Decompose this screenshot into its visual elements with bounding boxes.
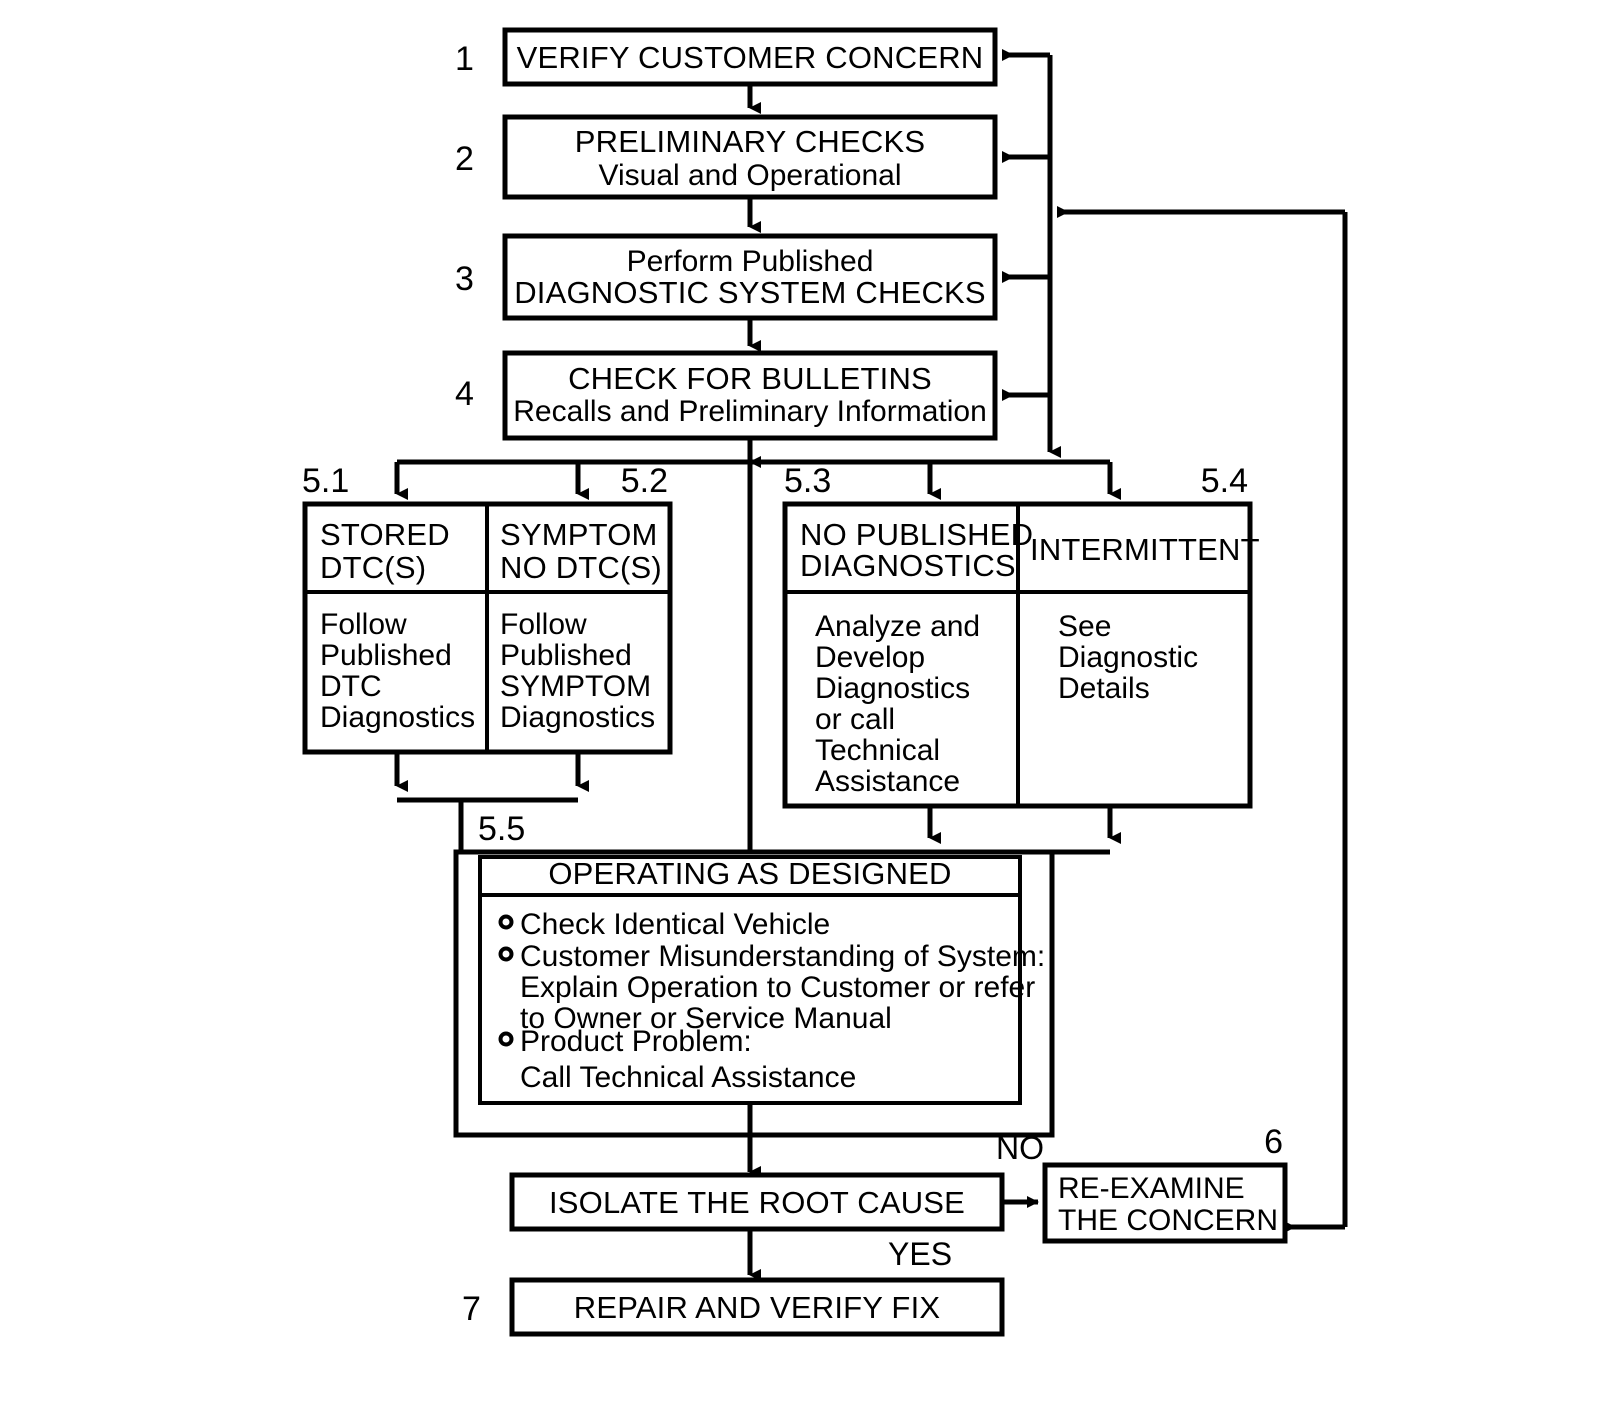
- step-3-number: 3: [455, 260, 474, 298]
- step-1-label-line-1: VERIFY CUSTOMER CONCERN: [517, 40, 984, 75]
- operating-as-designed-number: 5.5: [478, 810, 525, 848]
- operating-bullet-3-line-2: Call Technical Assistance: [520, 1061, 856, 1094]
- branch-5-2-body-line-3: SYMPTOM: [500, 670, 651, 703]
- branch-5-4-header-line-1: INTERMITTENT: [1030, 532, 1260, 567]
- branch-5-3-header-line-1: NO PUBLISHED: [800, 517, 1033, 552]
- decision-label-yes: YES: [888, 1236, 952, 1272]
- operating-bullet-2-line-2: Explain Operation to Customer or refer: [520, 971, 1035, 1004]
- step-2-label-line-2: Visual and Operational: [599, 159, 902, 192]
- branch-5-4-body-line-1: See: [1058, 610, 1111, 643]
- branch-5-3-body-line-6: Assistance: [815, 765, 960, 798]
- branch-5-2-header-line-2: NO DTC(S): [500, 550, 662, 585]
- re-examine-concern-box[interactable]: [1042, 1162, 1288, 1244]
- operating-bullet-2-line-3: to Owner or Service Manual: [520, 1002, 892, 1035]
- branch-5-3-body-line-5: Technical: [815, 734, 940, 767]
- step-4-label-line-1: CHECK FOR BULLETINS: [568, 361, 932, 396]
- branch-5-1-body-line-1: Follow: [320, 608, 407, 641]
- step-4-label-line-2: Recalls and Preliminary Information: [513, 395, 987, 428]
- branch-5-1-body-line-3: DTC: [320, 670, 382, 703]
- branch-5-2-header-line-1: SYMPTOM: [500, 517, 658, 552]
- bullet-marker-icon-1: [498, 914, 514, 930]
- branch-5-4-body-line-2: Diagnostic: [1058, 641, 1198, 674]
- branch-5-3-body-line-4: or call: [815, 703, 895, 736]
- branch-5-1-header-line-2: DTC(S): [320, 550, 426, 585]
- step-3-label-line-2: DIAGNOSTIC SYSTEM CHECKS: [514, 275, 986, 310]
- branch-5-4-number: 5.4: [1201, 462, 1248, 500]
- step-4-number: 4: [455, 375, 474, 413]
- branch-5-2-number: 5.2: [621, 462, 668, 500]
- operating-bullet-1-line-1: Check Identical Vehicle: [520, 908, 830, 941]
- branch-5-1-body-line-4: Diagnostics: [320, 701, 475, 734]
- branch-5-3-number: 5.3: [784, 462, 831, 500]
- bullet-marker-icon-3: [498, 1031, 514, 1047]
- step-1-number: 1: [455, 40, 474, 78]
- re-examine-number: 6: [1264, 1123, 1283, 1161]
- branch-5-1-number: 5.1: [302, 462, 349, 500]
- step-2-label-line-1: PRELIMINARY CHECKS: [575, 124, 925, 159]
- operating-as-designed-title: OPERATING AS DESIGNED: [548, 856, 951, 891]
- step-1-box[interactable]: [502, 27, 998, 87]
- branch-5-3-body-line-1: Analyze and: [815, 610, 980, 643]
- bullet-marker-icon-2: [498, 946, 514, 962]
- isolate-root-cause-label: ISOLATE THE ROOT CAUSE: [549, 1185, 965, 1220]
- operating-as-designed-body-box: [478, 893, 1022, 1105]
- branch-5-2-body-line-4: Diagnostics: [500, 701, 655, 734]
- repair-number: 7: [462, 1290, 481, 1328]
- branch-5-3-body-line-2: Develop: [815, 641, 925, 674]
- repair-verify-fix-label: REPAIR AND VERIFY FIX: [574, 1290, 941, 1325]
- operating-bullet-2-line-1: Customer Misunderstanding of System:: [520, 940, 1045, 973]
- step-3-label-line-1: Perform Published: [627, 245, 874, 278]
- branch-5-4-body-line-3: Details: [1058, 672, 1150, 705]
- branch-5-1-body-line-2: Published: [320, 639, 452, 672]
- branch-5-2-body-line-1: Follow: [500, 608, 587, 641]
- branch-5-1-header-line-1: STORED: [320, 517, 450, 552]
- decision-label-no: NO: [996, 1130, 1044, 1166]
- re-examine-label-line-2: THE CONCERN: [1058, 1204, 1278, 1237]
- branch-5-3-body-line-3: Diagnostics: [815, 672, 970, 705]
- branch-5-3-header-line-2: DIAGNOSTICS: [800, 548, 1016, 583]
- repair-verify-fix-box[interactable]: [509, 1277, 1005, 1337]
- re-examine-label-line-1: RE-EXAMINE: [1058, 1172, 1245, 1205]
- operating-as-designed-title-box: [478, 855, 1022, 897]
- isolate-root-cause-box[interactable]: [509, 1172, 1005, 1232]
- step-2-number: 2: [455, 140, 474, 178]
- branch-5-2-body-line-2: Published: [500, 639, 632, 672]
- step-4-box[interactable]: [502, 350, 998, 441]
- operating-bullet-3-line-1: Product Problem:: [520, 1025, 752, 1058]
